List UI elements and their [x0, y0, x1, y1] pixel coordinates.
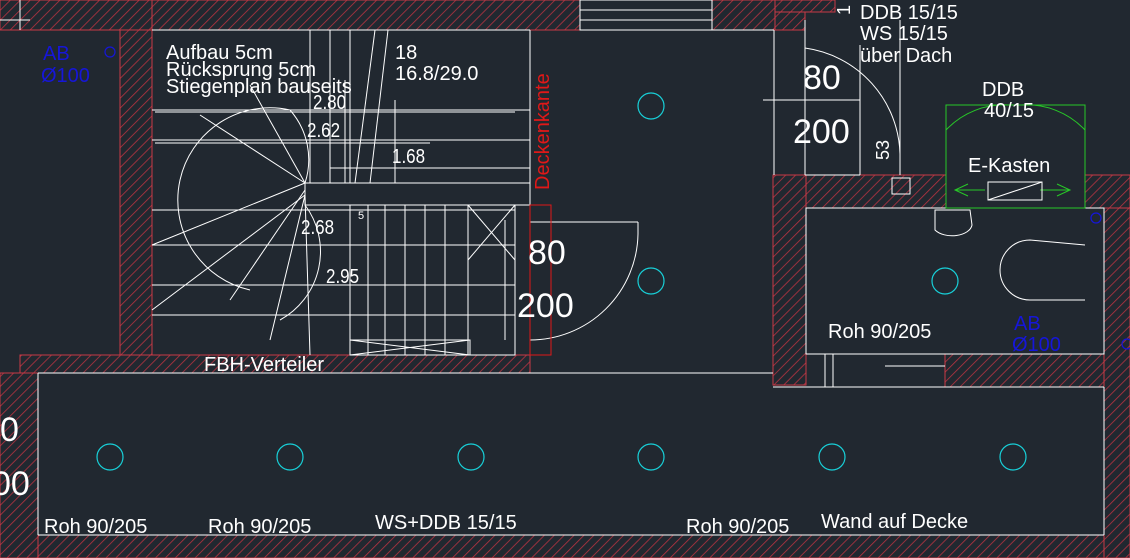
green-frame	[945, 104, 1086, 209]
ceiling-light-9	[999, 443, 1027, 471]
wall-right-room-left	[772, 174, 807, 386]
ceiling-light-1	[637, 92, 665, 120]
ceiling-light-2	[637, 267, 665, 295]
label-roh-right-room: Roh 90/205	[828, 321, 931, 343]
ceiling-light-7	[637, 443, 665, 471]
label-ab-right: AB	[1014, 313, 1041, 335]
wall-bottom	[37, 534, 1105, 558]
label-ruecksprung: Rücksprung 5cm	[166, 59, 316, 81]
door-mid-width: 80	[528, 234, 566, 272]
label-wand-auf-decke: Wand auf Decke	[821, 511, 968, 533]
label-steps-count: 18	[395, 42, 417, 64]
label-ab-top-diameter: Ø100	[41, 65, 90, 87]
dim-168: 1.68	[392, 145, 425, 168]
label-top-right-vertical: 1	[834, 5, 854, 15]
door-mid-height: 200	[517, 287, 574, 325]
top-opening	[579, 0, 713, 31]
ab-marker-right-2	[1121, 338, 1130, 350]
wall-right-room-top-right	[1084, 174, 1130, 209]
door-top-width: 80	[803, 59, 841, 97]
label-ab-top: AB	[43, 43, 70, 65]
label-e-kasten: E-Kasten	[968, 155, 1050, 177]
dim-268: 2.68	[301, 216, 334, 239]
ceiling-light-5	[276, 443, 304, 471]
ceiling-light-8	[818, 443, 846, 471]
ceiling-light-4	[96, 443, 124, 471]
wall-right-room-top	[805, 174, 947, 209]
ceiling-lights	[96, 92, 1027, 471]
wall-right-room-bottom	[944, 353, 1130, 388]
label-53: 53	[873, 140, 893, 160]
dim-280: 2.80	[313, 91, 346, 114]
label-ddb40-line2: 40/15	[984, 100, 1034, 122]
label-ddb-line1: DDB 15/15	[860, 2, 958, 24]
label-roh-bottom-3: Roh 90/205	[686, 516, 789, 538]
label-roh-bottom-1: Roh 90/205	[44, 516, 147, 538]
label-deckenkante: Deckenkante	[532, 73, 554, 190]
label-ddb40-line1: DDB	[982, 79, 1024, 101]
wall-top-left	[0, 0, 153, 31]
label-fbh-verteiler: FBH-Verteiler	[204, 354, 324, 376]
label-ddb-line2: WS 15/15	[860, 23, 948, 45]
label-steps-ratio: 16.8/29.0	[395, 63, 478, 85]
text-labels: Aufbau 5cm Rücksprung 5cm Stiegenplan ba…	[0, 2, 1061, 538]
ab-marker-top	[104, 46, 116, 58]
left-edge-dim-00: 00	[0, 465, 30, 503]
label-stiegenplan: Stiegenplan bauseits	[166, 76, 352, 98]
plan-lines	[0, 0, 1105, 536]
left-edge-dim-0: 0	[0, 411, 19, 449]
dim-5: 5	[358, 210, 364, 222]
label-roh-bottom-2: Roh 90/205	[208, 516, 311, 538]
door-top-height: 200	[793, 113, 850, 151]
dim-295: 2.95	[326, 265, 359, 288]
wall-top-right-shaft	[774, 0, 836, 13]
wall-right-edge	[1103, 207, 1130, 558]
label-ab-right-diameter: Ø100	[1012, 334, 1061, 356]
dim-262: 2.62	[307, 119, 340, 142]
wall-left-stair	[119, 29, 153, 356]
ab-marker-right	[1090, 212, 1102, 224]
wall-top-mid	[151, 0, 581, 31]
deckenkante-rect	[529, 204, 552, 356]
e-kasten-box	[987, 181, 1043, 201]
label-ddb-line3: über Dach	[860, 45, 952, 67]
label-ws-ddb: WS+DDB 15/15	[375, 512, 517, 534]
ceiling-light-6	[457, 443, 485, 471]
ceiling-light-3	[931, 267, 959, 295]
label-aufbau: Aufbau 5cm	[166, 42, 273, 64]
